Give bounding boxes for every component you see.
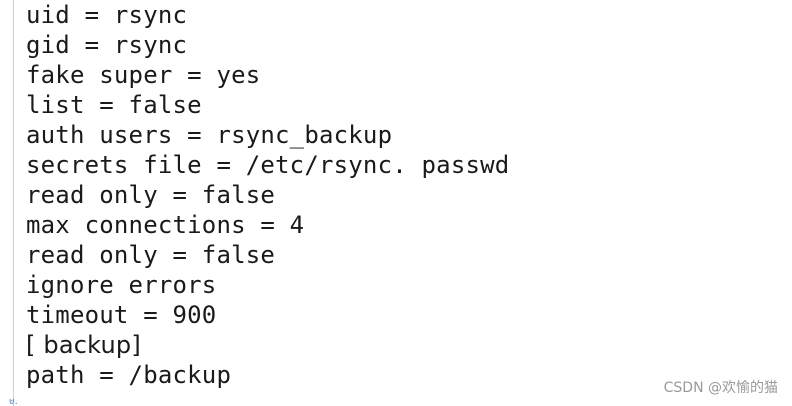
config-line-secrets-file[interactable]: secrets file = /etc/rsync. passwd (26, 151, 510, 179)
editor-gutter: 01 (0, 0, 17, 406)
config-line-fake-super[interactable]: fake super = yes (26, 61, 261, 89)
gutter-line-marker: 01 (9, 399, 17, 406)
code-lines[interactable]: uid = rsync gid = rsync fake super = yes… (26, 0, 786, 390)
config-line-ignore-errors[interactable]: ignore errors (26, 271, 217, 299)
config-line-section-backup[interactable]: [ backup] (26, 331, 141, 359)
config-line-uid[interactable]: uid = rsync (26, 1, 188, 29)
config-line-read-only[interactable]: read only = false (26, 181, 276, 209)
config-line-read-only-2[interactable]: read only = false (26, 241, 276, 269)
config-line-gid[interactable]: gid = rsync (26, 31, 188, 59)
csdn-watermark: CSDN @欢愉的猫 (663, 380, 778, 396)
config-line-max-connections[interactable]: max connections = 4 (26, 211, 305, 239)
config-line-timeout[interactable]: timeout = 900 (26, 301, 217, 329)
config-line-path[interactable]: path = /backup (26, 361, 232, 389)
config-line-auth-users[interactable]: auth users = rsync_backup (26, 121, 393, 149)
config-line-list[interactable]: list = false (26, 91, 202, 119)
